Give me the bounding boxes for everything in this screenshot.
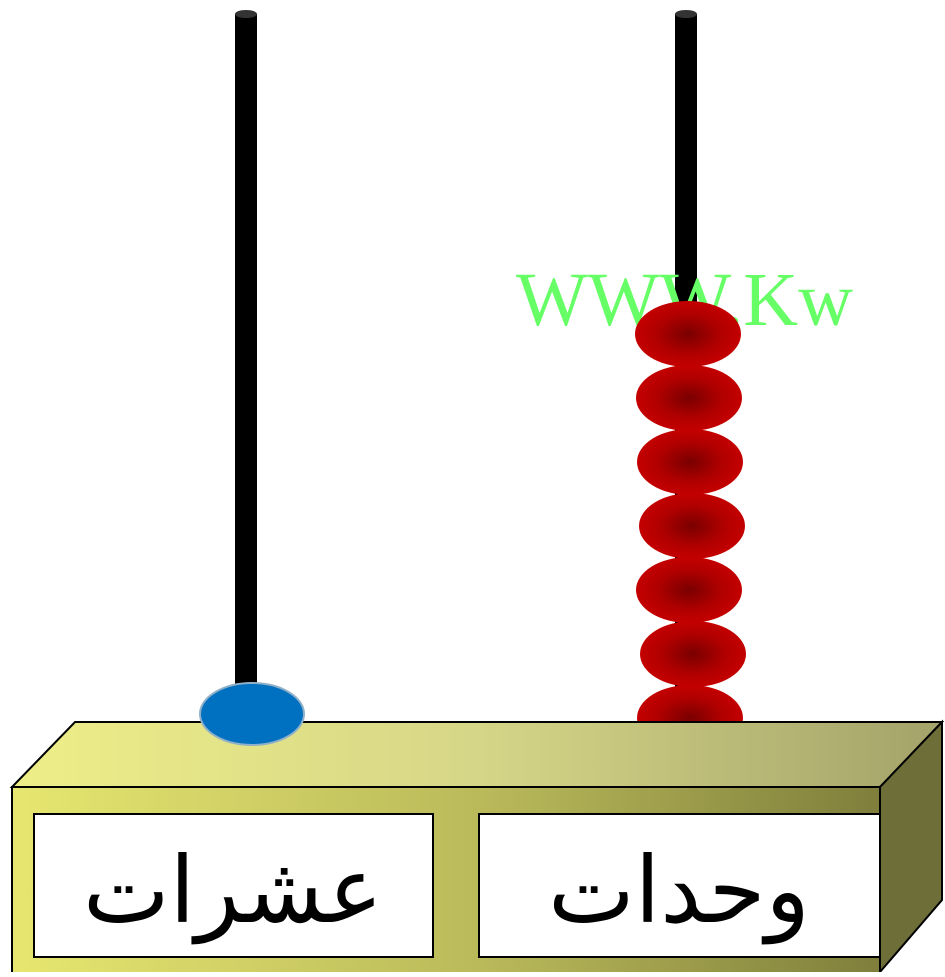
- unit-bead: [639, 493, 745, 559]
- base-top-face: [9, 721, 945, 788]
- tens-rod: [235, 10, 257, 748]
- unit-bead: [637, 429, 743, 495]
- unit-bead: [636, 557, 742, 623]
- unit-bead: [636, 365, 742, 431]
- units-beads: [635, 301, 746, 751]
- units-label-box: وحدات: [478, 813, 881, 958]
- tens-beads: [199, 682, 305, 746]
- tens-label: عشرات: [83, 837, 383, 945]
- tens-label-box: عشرات: [33, 813, 434, 958]
- units-label: وحدات: [548, 837, 810, 945]
- unit-bead: [640, 621, 746, 687]
- unit-bead: [635, 301, 741, 367]
- ten-bead: [199, 682, 305, 746]
